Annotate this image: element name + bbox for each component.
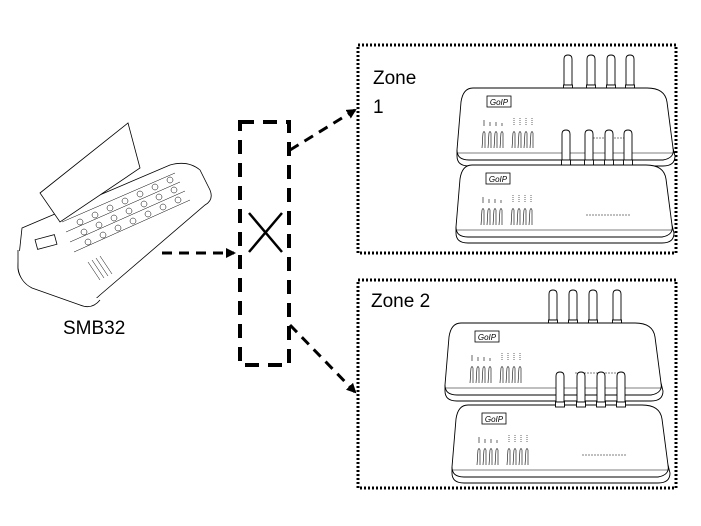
zone-1-label: Zone 1 — [373, 67, 416, 119]
zone-1-gateway-2-icon — [455, 164, 675, 244]
zone-2-gateway-2-icon — [451, 404, 671, 484]
zone-1-box — [356, 43, 678, 255]
zone-2-label: Zone 2 — [371, 291, 431, 312]
zone-1-label-line2: 1 — [373, 97, 384, 118]
arrow-switch-to-zone2 — [288, 323, 357, 394]
zone-1-label-line1: Zone — [373, 68, 417, 89]
arrow-switch-to-zone1 — [289, 108, 357, 152]
zone-2-gateway-1-icon — [444, 289, 664, 402]
smb32-device-icon — [17, 122, 212, 308]
switch-icon — [238, 120, 291, 367]
smb32-label: SMB32 — [63, 318, 126, 339]
zone-2-box — [356, 278, 678, 490]
